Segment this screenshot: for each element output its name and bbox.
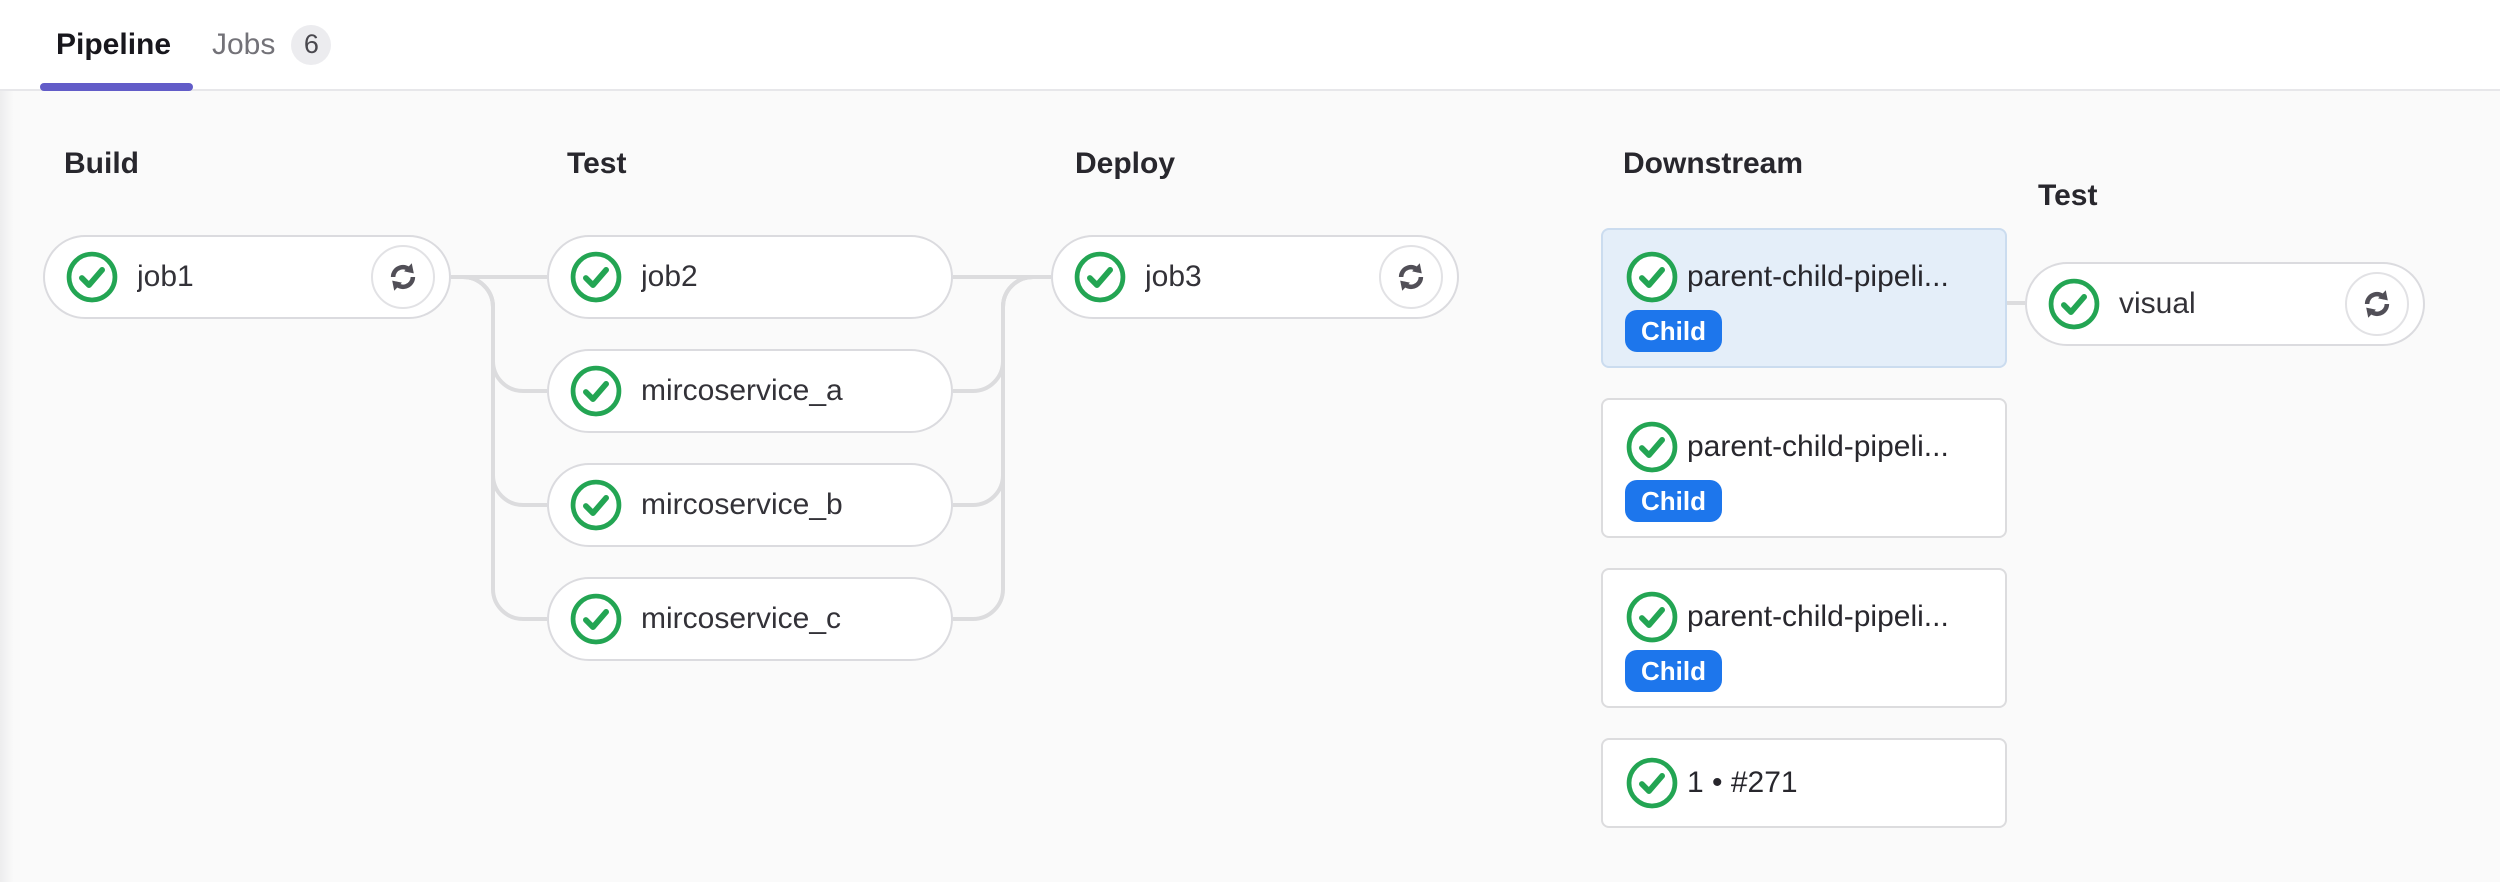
job-name: job3 <box>1145 260 1202 293</box>
downstream-card-2[interactable]: parent-child-pipeli... Child <box>1601 398 2007 538</box>
downstream-card-row: parent-child-pipeli... <box>1625 590 1983 644</box>
job-name: mircoservice_c <box>641 602 842 635</box>
pipeline-tabs-bar: Pipeline Jobs 6 <box>0 0 2500 91</box>
active-tab-underline <box>40 83 193 91</box>
downstream-pipeline-name: parent-child-pipeli... <box>1687 600 1949 633</box>
child-pipeline-badge: Child <box>1625 480 1722 522</box>
jobs-count-badge: 6 <box>291 24 332 65</box>
downstream-card-4[interactable]: 1 • #271 <box>1601 738 2007 828</box>
retry-job-button[interactable] <box>2345 272 2409 336</box>
left-edge-shadow <box>0 91 14 882</box>
downstream-pipeline-name: parent-child-pipeli... <box>1687 260 1949 293</box>
status-success-icon <box>570 365 622 417</box>
status-success-icon <box>1626 251 1678 303</box>
status-success-icon <box>570 593 622 645</box>
stage-title-build: Build <box>64 147 139 180</box>
status-success-icon <box>570 251 622 303</box>
status-success-icon <box>1626 757 1678 809</box>
downstream-pipeline-name: parent-child-pipeli... <box>1687 430 1949 463</box>
job-name: job2 <box>641 260 698 293</box>
tab-jobs-label: Jobs <box>212 27 276 61</box>
child-pipeline-badge: Child <box>1625 310 1722 352</box>
status-success-icon <box>570 479 622 531</box>
retry-icon <box>390 263 416 291</box>
status-success-icon <box>2048 278 2100 330</box>
downstream-card-row: parent-child-pipeli... <box>1625 250 1983 304</box>
downstream-card-1[interactable]: parent-child-pipeli... Child <box>1601 228 2007 368</box>
job-pill-mircoservice-c[interactable]: mircoservice_c <box>547 577 953 661</box>
pipeline-links <box>451 275 2025 621</box>
job-name: visual <box>2119 287 2196 320</box>
stage-title-child-test: Test <box>2038 179 2098 212</box>
status-success-icon <box>66 251 118 303</box>
tab-pipeline[interactable]: Pipeline <box>56 0 171 89</box>
stage-title-downstream: Downstream <box>1623 147 1804 180</box>
downstream-card-row: parent-child-pipeli... <box>1625 420 1983 474</box>
tab-jobs[interactable]: Jobs 6 <box>212 0 332 89</box>
job-pill-job2[interactable]: job2 <box>547 235 953 319</box>
child-pipeline-badge: Child <box>1625 650 1722 692</box>
downstream-card-3[interactable]: parent-child-pipeli... Child <box>1601 568 2007 708</box>
status-success-icon <box>1626 591 1678 643</box>
job-name: mircoservice_b <box>641 488 843 521</box>
job-pill-job3[interactable]: job3 <box>1051 235 1459 319</box>
tab-pipeline-label: Pipeline <box>56 27 172 61</box>
retry-job-button[interactable] <box>371 245 435 309</box>
status-success-icon <box>1626 421 1678 473</box>
job-pill-mircoservice-a[interactable]: mircoservice_a <box>547 349 953 433</box>
pipeline-graph-area <box>0 91 2500 882</box>
retry-job-button[interactable] <box>1379 245 1443 309</box>
retry-icon <box>2364 290 2390 318</box>
job-pill-visual[interactable]: visual <box>2025 262 2425 346</box>
downstream-pipeline-name: 1 • #271 <box>1687 766 1798 799</box>
stage-title-deploy: Deploy <box>1075 147 1176 180</box>
status-success-icon <box>1074 251 1126 303</box>
job-name: job1 <box>137 260 194 293</box>
job-name: mircoservice_a <box>641 374 843 407</box>
stage-title-test: Test <box>567 147 627 180</box>
job-pill-job1[interactable]: job1 <box>43 235 451 319</box>
job-pill-mircoservice-b[interactable]: mircoservice_b <box>547 463 953 547</box>
retry-icon <box>1398 263 1424 291</box>
